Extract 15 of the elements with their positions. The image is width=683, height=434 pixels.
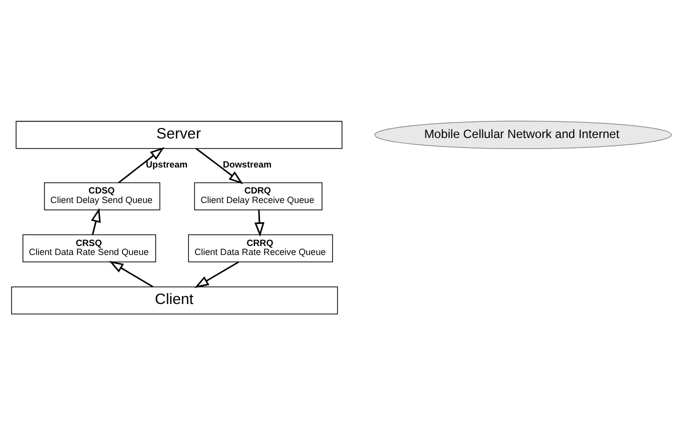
node-ellipse: Mobile Cellular Network and Internet (374, 120, 672, 149)
node-box: CRRQ Client Data Rate Receive Queue (188, 234, 333, 262)
arrow (196, 147, 244, 184)
arrow (194, 260, 240, 288)
node-box: CRSQ Client Data Rate Send Queue (22, 234, 156, 262)
node-box: Server (16, 120, 342, 148)
arrow (118, 146, 164, 183)
arrow (109, 260, 154, 287)
arrow (90, 207, 101, 234)
node-box: CDSQ Client Delay Send Queue (44, 182, 160, 210)
edge-label: Dowstream (222, 158, 272, 169)
node-box: Client (11, 286, 338, 314)
node-box: CDRQ Client Delay Receive Queue (194, 182, 322, 210)
arrow (254, 210, 264, 236)
edge-label: Upstream (146, 158, 188, 169)
